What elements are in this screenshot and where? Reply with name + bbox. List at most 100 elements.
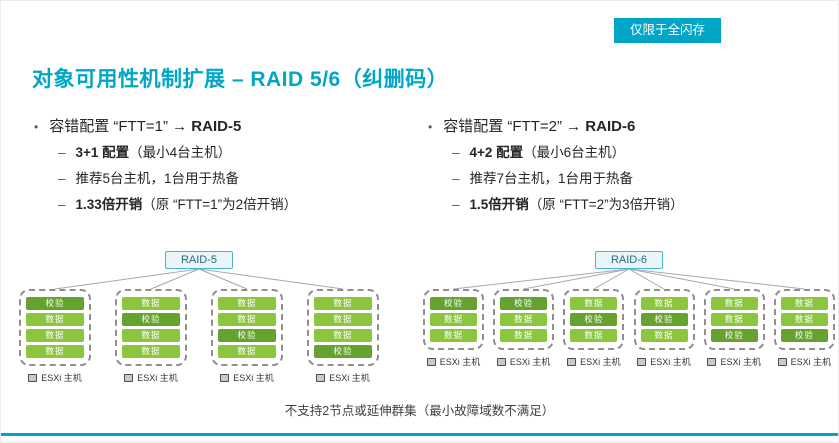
esxi-host-label-text: ESXi 主机 [41,373,82,383]
host-box: 数据数据数据校验 [307,289,379,366]
data-block: 数据 [430,329,477,342]
bullet-icon: • [34,120,39,134]
data-block: 数据 [218,313,276,326]
esxi-host-label-text: ESXi 主机 [720,357,761,367]
page-title: 对象可用性机制扩展 – RAID 5/6（纠删码） [32,68,449,91]
raid-name: RAID-5 [191,118,242,135]
data-block: 数据 [710,297,758,310]
server-icon [637,357,647,366]
dash-icon: – [58,197,66,213]
parity-block: 校验 [430,297,477,310]
sub-bullet: –推荐5台主机，1台用于热备 [58,170,428,188]
parity-block: 校验 [570,313,618,326]
esxi-host-label: ESXi 主机 [777,355,832,368]
parity-block: 校验 [710,329,758,342]
esxi-host-label: ESXi 主机 [496,355,551,368]
parity-block: 校验 [218,329,276,342]
esxi-host-label: ESXi 主机 [707,355,761,368]
esxi-host-label-text: ESXi 主机 [439,357,481,367]
data-block: 数据 [570,329,618,342]
data-block: 数据 [314,329,372,342]
sub-bullet: –1.33倍开销（原 “FTT=1”为2倍开销） [58,196,428,214]
esxi-host-label-text: ESXi 主机 [509,357,551,367]
bullet-heading-text: 容错配置 “FTT=1” → RAID-5 [49,118,242,135]
esxi-host-label: ESXi 主机 [426,355,481,368]
data-block: 数据 [640,297,688,310]
connector-lines [453,268,805,290]
host-box: 数据校验数据 [563,289,625,350]
data-block: 数据 [218,297,276,310]
esxi-host-label: ESXi 主机 [316,371,370,384]
server-icon [220,373,230,382]
sub-bullet-text: 推荐5台主机，1台用于热备 [75,171,240,187]
data-block: 数据 [500,313,548,326]
sub-bullet-text: 1.33倍开销（原 “FTT=1”为2倍开销） [75,197,298,213]
sub-bullet-bold: 4+2 配置 [469,145,524,160]
footnote: 不支持2节点或延伸群集（最小故障域数不满足） [284,404,555,418]
host-box: 数据数据校验 [773,289,835,350]
esxi-host-label-text: ESXi 主机 [329,373,370,383]
data-block: 数据 [780,297,828,310]
server-icon [316,373,326,382]
host-box: 校验数据数据数据 [19,289,91,366]
data-block: 数据 [314,313,372,326]
dash-icon: – [452,171,460,187]
data-block: 数据 [26,345,84,358]
esxi-host-label: ESXi 主机 [124,371,178,384]
sub-bullet-bold: 1.33倍开销 [75,197,143,213]
sub-bullet: –4+2 配置（最小6台主机） [452,144,822,162]
server-icon [124,373,134,382]
data-block: 数据 [640,329,688,342]
sub-bullet-text: 4+2 配置（最小6台主机） [469,145,626,160]
raid-label: RAID-6 [595,251,663,269]
data-block: 数据 [710,313,758,326]
esxi-host-label: ESXi 主机 [28,371,82,384]
dash-icon: – [58,171,66,187]
data-block: 数据 [26,329,84,342]
parity-block: 校验 [314,345,372,358]
dash-icon: – [452,145,460,160]
bullet-column: •容错配置 “FTT=2” → RAID-6–4+2 配置（最小6台主机）–推荐… [428,115,822,215]
data-block: 数据 [780,313,828,326]
data-block: 数据 [122,345,180,358]
host-box: 数据校验数据数据 [115,289,187,366]
bullet-heading: •容错配置 “FTT=2” → RAID-6 [428,115,822,136]
host-box: 校验数据数据 [493,289,555,350]
host-box: 校验数据数据 [423,289,484,350]
bullet-columns: •容错配置 “FTT=1” → RAID-5–3+1 配置（最小4台主机）–推荐… [34,115,822,215]
parity-block: 校验 [26,297,84,310]
raid-name: RAID-6 [585,118,636,135]
data-block: 数据 [122,297,180,310]
all-flash-badge: 仅限于全闪存 [613,18,721,43]
esxi-host-label-text: ESXi 主机 [137,373,178,383]
server-icon [496,357,506,366]
parity-block: 校验 [640,313,688,326]
dash-icon: – [452,197,460,213]
parity-block: 校验 [780,329,828,342]
esxi-host-label-text: ESXi 主机 [650,357,691,367]
data-block: 数据 [500,329,548,342]
esxi-host-label: ESXi 主机 [220,371,274,384]
data-block: 数据 [26,313,84,326]
connector-lines [54,268,344,290]
data-block: 数据 [430,313,477,326]
sub-bullet-bold: 3+1 配置 [75,145,130,160]
sub-bullet-bold: 1.5倍开销 [469,197,529,213]
esxi-host-label-text: ESXi 主机 [233,373,274,383]
esxi-host-label-text: ESXi 主机 [790,357,832,367]
raid-label: RAID-5 [165,251,233,269]
data-block: 数据 [570,297,618,310]
bullet-icon: • [428,120,433,134]
